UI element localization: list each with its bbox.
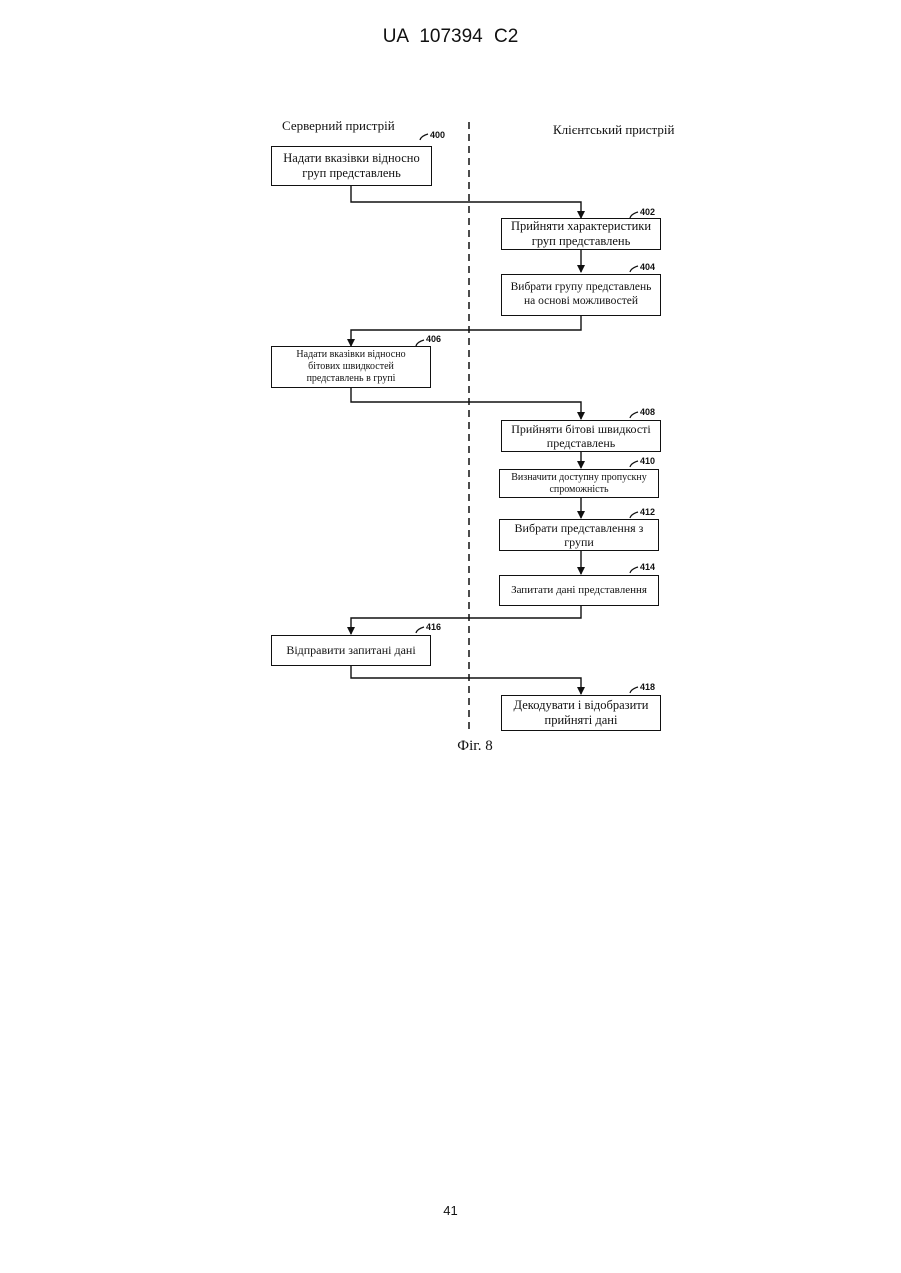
step-418-ref: 418: [640, 682, 655, 692]
step-400-box: Надати вказівки відносно груп представле…: [271, 146, 432, 186]
connector-414-416: [351, 606, 581, 634]
step-412-text: Вибрати представлення з групи: [515, 521, 644, 550]
step-414-text: Запитати дані представлення: [511, 584, 647, 597]
step-408-box: Прийняти бітові швидкості представлень: [501, 420, 661, 452]
connector-406-408: [351, 388, 581, 419]
step-404-ref: 404: [640, 262, 655, 272]
step-402-text: Прийняти характеристики груп представлен…: [511, 219, 651, 249]
figure-caption: Фіг. 8: [440, 738, 510, 755]
step-416-box: Відправити запитані дані: [271, 635, 431, 666]
step-414-ref: 414: [640, 562, 655, 572]
step-400-text: Надати вказівки відносно груп представле…: [283, 151, 419, 181]
step-404-text: Вибрати групу представлень на основі мож…: [511, 281, 652, 309]
step-412-ref: 412: [640, 507, 655, 517]
step-406-ref: 406: [426, 334, 441, 344]
page-number: 41: [0, 1203, 901, 1218]
step-410-text: Визначити доступну пропускну спроможніст…: [511, 472, 647, 496]
step-416-ref: 416: [426, 622, 441, 632]
step-418-box: Декодувати і відобразити прийняті дані: [501, 695, 661, 731]
step-400-ref: 400: [430, 130, 445, 140]
step-406-text: Надати вказівки відносно бітових швидкос…: [296, 349, 405, 385]
step-408-ref: 408: [640, 407, 655, 417]
step-412-box: Вибрати представлення з групи: [499, 519, 659, 551]
step-408-text: Прийняти бітові швидкості представлень: [511, 422, 651, 451]
step-406-box: Надати вказівки відносно бітових швидкос…: [271, 346, 431, 388]
step-402-box: Прийняти характеристики груп представлен…: [501, 218, 661, 250]
connector-400-402: [351, 186, 581, 218]
step-404-box: Вибрати групу представлень на основі мож…: [501, 274, 661, 316]
connector-416-418: [351, 666, 581, 694]
step-410-box: Визначити доступну пропускну спроможніст…: [499, 469, 659, 498]
step-418-text: Декодувати і відобразити прийняті дані: [514, 698, 649, 728]
step-414-box: Запитати дані представлення: [499, 575, 659, 606]
step-410-ref: 410: [640, 456, 655, 466]
connector-404-406: [351, 316, 581, 346]
step-402-ref: 402: [640, 207, 655, 217]
step-416-text: Відправити запитані дані: [286, 643, 415, 657]
